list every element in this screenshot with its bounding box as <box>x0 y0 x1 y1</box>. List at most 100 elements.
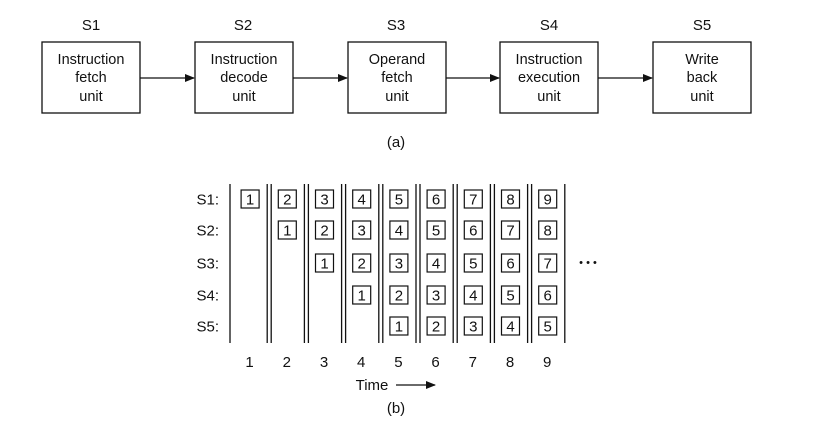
stage-cell-number: 1 <box>246 192 254 209</box>
stage-box-line: execution <box>518 70 580 86</box>
stage-cell: 4 <box>389 220 409 240</box>
stage-cell-number: 8 <box>506 192 514 209</box>
stage-cell: 9 <box>538 189 558 209</box>
stage-cell-number: 1 <box>320 256 328 273</box>
time-label: Time <box>356 377 389 394</box>
stage-cell: 6 <box>538 285 558 305</box>
stage-cell: 5 <box>538 316 558 336</box>
stage-box-line: Operand <box>369 52 425 68</box>
stage-cell-box <box>538 220 558 240</box>
row-label: S4: <box>196 288 219 305</box>
stage-cell-number: 1 <box>358 288 366 305</box>
stage-cell-box <box>538 285 558 305</box>
cycle-number: 4 <box>357 354 365 371</box>
stage-box-texts: Instruction fetch unit Instruction decod… <box>58 52 719 105</box>
stage-cell-box <box>500 189 521 209</box>
stage-cell-number: 5 <box>469 256 477 273</box>
stage-box-s5 <box>652 41 752 114</box>
cycle-number: 3 <box>320 354 328 371</box>
stage-cell: 5 <box>389 189 409 209</box>
stage-cell-box <box>352 189 372 209</box>
stage-cell: 5 <box>426 220 446 240</box>
stage-cell-box <box>314 253 335 273</box>
stage-cell-number: 4 <box>395 223 403 240</box>
stage-cell-number: 3 <box>432 288 440 305</box>
stage-cell-box <box>463 253 483 273</box>
stage-cell: 1 <box>240 189 260 209</box>
stage-box-line: Instruction <box>516 52 583 68</box>
stage-box-line: Write <box>685 52 719 68</box>
stage-cell: 2 <box>277 189 297 209</box>
stage-cell-number: 3 <box>395 256 403 273</box>
stage-cell: 7 <box>538 253 558 273</box>
stage-cell-box <box>538 189 558 209</box>
stage-cell-number: 5 <box>432 223 440 240</box>
stage-cell: 5 <box>463 253 483 273</box>
row-label: S1: <box>196 192 219 209</box>
stage-box-line: decode <box>220 70 268 86</box>
stage-cell-box <box>389 189 409 209</box>
stage-cell-number: 7 <box>544 256 552 273</box>
caption-a: (a) <box>387 134 405 151</box>
stage-cell-number: 2 <box>320 223 328 240</box>
stage-cell: 5 <box>500 285 521 305</box>
cycle-number: 2 <box>283 354 291 371</box>
stage-cell-box <box>389 253 409 273</box>
stage-cell-box <box>426 253 446 273</box>
stage-cell: 8 <box>500 189 521 209</box>
stage-cell-box <box>389 316 409 336</box>
stage-cell: 6 <box>463 220 483 240</box>
stage-cell-number: 2 <box>395 288 403 305</box>
stage-cell-number: 3 <box>469 319 477 336</box>
stage-cell-number: 2 <box>283 192 291 209</box>
row-label: S3: <box>196 256 219 273</box>
stage-cell-number: 3 <box>358 223 366 240</box>
stage-cell-box <box>426 285 446 305</box>
stage-cell-number: 5 <box>395 192 403 209</box>
caption-b: (b) <box>387 400 405 417</box>
stage-cell-number: 1 <box>283 223 291 240</box>
stage-cell-box <box>426 316 446 336</box>
stage-cell-number: 5 <box>506 288 514 305</box>
stage-cell-number: 7 <box>506 223 514 240</box>
stage-cell: 2 <box>389 285 409 305</box>
stage-cell-number: 5 <box>544 319 552 336</box>
stage-id-label: S5 <box>693 17 711 34</box>
stage-cell-box <box>277 220 297 240</box>
stage-cell-box <box>352 285 372 305</box>
stage-cell-box <box>240 189 260 209</box>
stage-box-line: unit <box>537 89 560 105</box>
stage-box-line: unit <box>385 89 408 105</box>
cycle-number: 5 <box>394 354 402 371</box>
stage-box-line: fetch <box>75 70 106 86</box>
stage-cell: 2 <box>314 220 335 240</box>
stage-cell-number: 6 <box>469 223 477 240</box>
stage-box-line: unit <box>690 89 713 105</box>
stage-id-label: S1 <box>82 17 100 34</box>
stage-cell: 4 <box>500 316 521 336</box>
cycle-number: 7 <box>469 354 477 371</box>
stage-cell: 7 <box>463 189 483 209</box>
stage-cell-number: 4 <box>469 288 477 305</box>
stage-box-line: back <box>687 70 718 86</box>
stage-cell: 7 <box>500 220 521 240</box>
stage-cell: 1 <box>314 253 335 273</box>
stage-cell-number: 1 <box>395 319 403 336</box>
stage-cell-box <box>352 253 372 273</box>
stage-cell-box <box>500 285 521 305</box>
stage-cell-number: 6 <box>544 288 552 305</box>
stage-cell-box <box>314 189 335 209</box>
stage-cell: 8 <box>538 220 558 240</box>
stage-cell-number: 3 <box>320 192 328 209</box>
stage-cell-box <box>463 220 483 240</box>
stage-cell-box <box>463 189 483 209</box>
row-labels: S1:S2:S3:S4:S5: <box>196 192 219 336</box>
stage-cell-box <box>277 189 297 209</box>
stage-cell: 1 <box>352 285 372 305</box>
stage-box-line: unit <box>79 89 102 105</box>
stage-cell: 3 <box>426 285 446 305</box>
stage-cell: 4 <box>352 189 372 209</box>
